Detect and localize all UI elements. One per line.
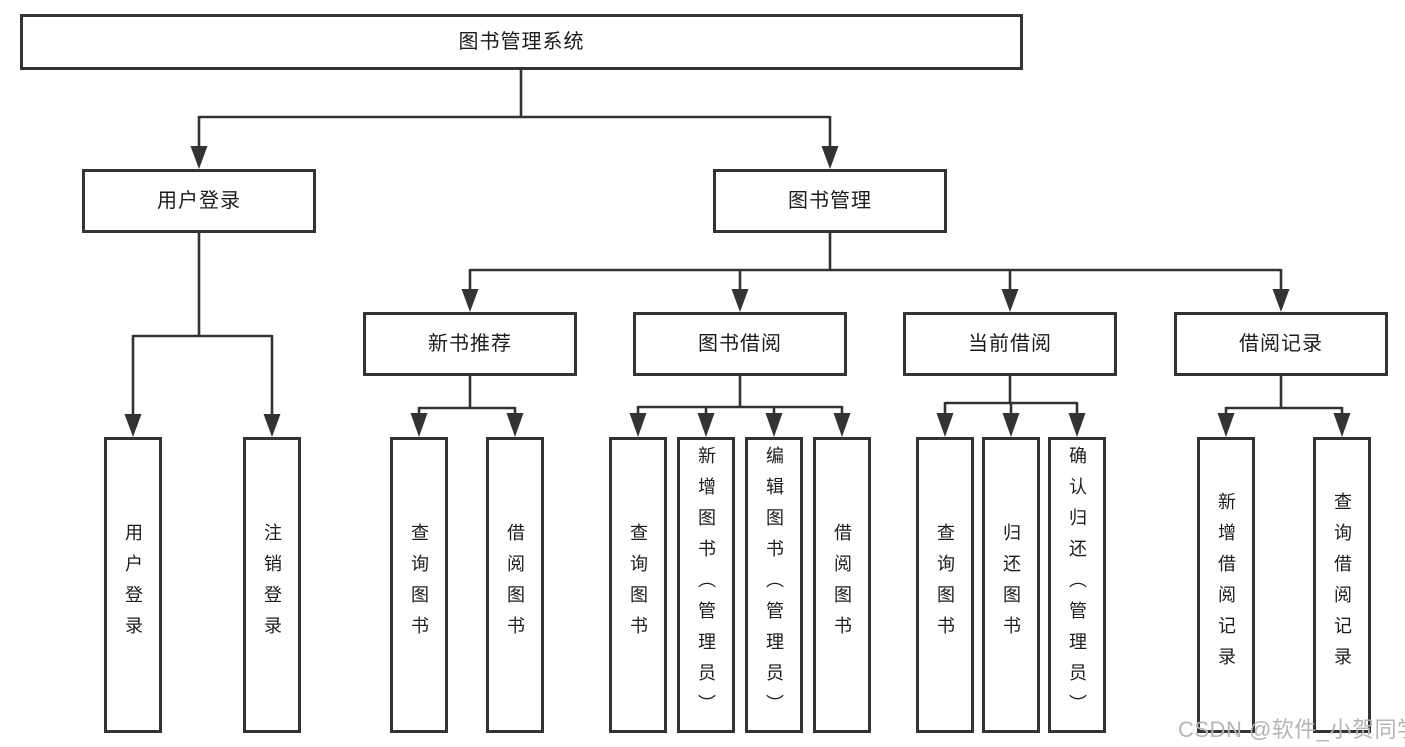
- leaf-confirm-return-admin: 确认归还（管理员）: [1048, 437, 1106, 733]
- csdn-watermark: CSDN @软件_小贺同学: [1178, 717, 1405, 742]
- node-new-book-recommend: 新书推荐: [363, 312, 577, 376]
- node-book-management: 图书管理: [713, 169, 947, 233]
- leaf-logout: 注销登录: [243, 437, 301, 733]
- node-current-borrow: 当前借阅: [903, 312, 1117, 376]
- leaf-return-book: 归还图书: [982, 437, 1040, 733]
- node-book-borrow: 图书借阅: [633, 312, 847, 376]
- leaf-query-books-1: 查询图书: [390, 437, 448, 733]
- leaf-query-borrow-record: 查询借阅记录: [1313, 437, 1371, 733]
- node-borrow-records: 借阅记录: [1174, 312, 1388, 376]
- leaf-edit-book-admin: 编辑图书（管理员）: [745, 437, 803, 733]
- node-library-management-system: 图书管理系统: [20, 14, 1023, 70]
- leaf-query-books-2: 查询图书: [609, 437, 667, 733]
- leaf-add-book-admin: 新增图书（管理员）: [677, 437, 735, 733]
- node-user-login: 用户登录: [82, 169, 316, 233]
- leaf-user-login: 用户登录: [104, 437, 162, 733]
- leaf-borrow-books-2: 借阅图书: [813, 437, 871, 733]
- leaf-add-borrow-record: 新增借阅记录: [1197, 437, 1255, 733]
- leaf-query-books-3: 查询图书: [916, 437, 974, 733]
- leaf-borrow-books-1: 借阅图书: [486, 437, 544, 733]
- arrowheads: [124, 146, 1351, 437]
